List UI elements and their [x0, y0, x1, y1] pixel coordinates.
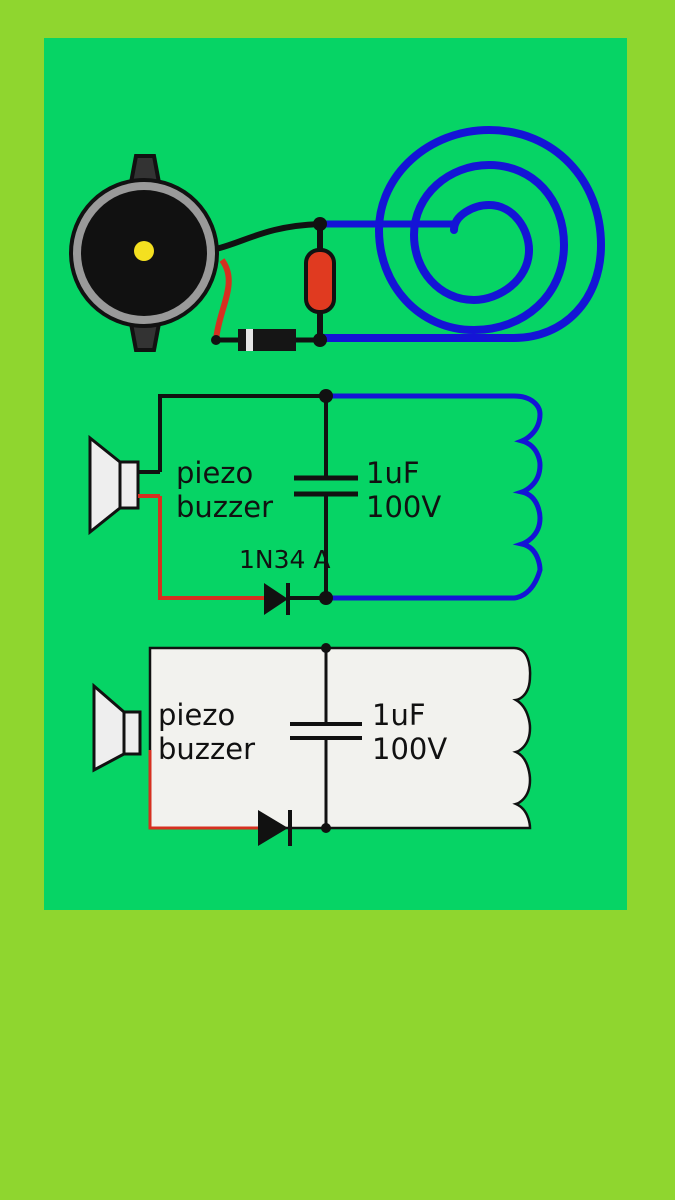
spiral-coil	[375, 160, 569, 335]
piezo-buzzer-disk	[69, 154, 219, 352]
top-black-wire	[211, 221, 321, 253]
middle-coil	[326, 393, 543, 601]
middle-junction-top	[319, 389, 333, 403]
middle-junction-bottom	[319, 591, 333, 605]
resistor	[304, 248, 336, 314]
bottom-schematic	[92, 643, 532, 846]
top-red-wire	[213, 258, 232, 341]
middle-capacitor-value-line2: 100V	[366, 490, 442, 524]
middle-buzzer-label-line2: buzzer	[176, 490, 273, 524]
middle-black-wire	[158, 394, 326, 472]
top-junction-1	[313, 217, 327, 231]
middle-schematic	[88, 389, 543, 615]
top-pictorial-circuit	[69, 125, 606, 352]
middle-capacitor-value-line1: 1uF	[366, 456, 420, 490]
diode-top-band	[246, 329, 253, 351]
middle-diode	[264, 583, 288, 615]
bottom-junction-bottom	[321, 823, 331, 833]
circuit-diagram	[69, 125, 606, 846]
bottom-capacitor-value-line2: 100V	[372, 732, 448, 766]
bottom-buzzer-label-line1: piezo	[158, 698, 236, 732]
buzzer-center-dot	[134, 241, 154, 261]
middle-diode-label: 1N34 A	[239, 545, 331, 574]
spiral-coil-outer	[320, 125, 606, 342]
middle-speaker-icon	[88, 434, 160, 536]
diagram-panel: piezo buzzer 1uF 100V 1N34 A piezo buzze…	[44, 38, 627, 910]
middle-red-wire	[158, 496, 264, 600]
bottom-buzzer-label-line2: buzzer	[158, 732, 255, 766]
bottom-junction-top	[321, 643, 331, 653]
middle-buzzer-label-line1: piezo	[176, 456, 254, 490]
bottom-speaker-icon	[92, 682, 142, 773]
bottom-diode	[258, 810, 288, 846]
bottom-red-wire	[148, 750, 258, 830]
bottom-capacitor-value-line1: 1uF	[372, 698, 426, 732]
